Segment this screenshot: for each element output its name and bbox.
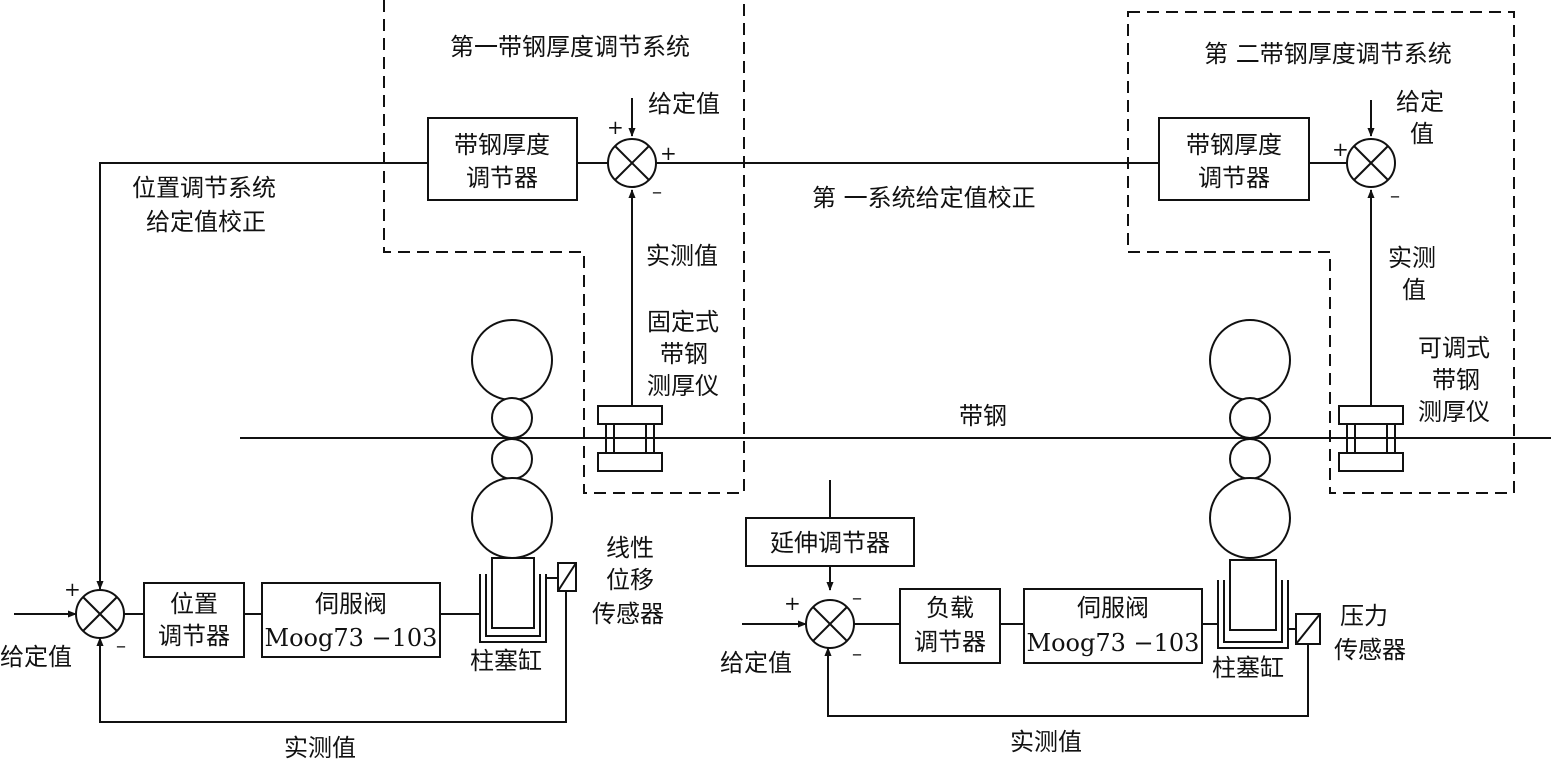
minus-sign-right-top: – — [852, 585, 862, 609]
extension-regulator-label: 延伸调节器 — [770, 529, 890, 557]
summing-junction-left — [75, 589, 125, 639]
plunger-cylinder-2-label: 柱塞缸 — [1212, 654, 1284, 682]
gauge1-label-line2: 带钢 — [660, 340, 708, 368]
thickness-regulator-2-line1: 带钢厚度 — [1186, 131, 1282, 159]
setpoint-label-top1: 给定值 — [648, 90, 720, 118]
setpoint-label-top2-line2: 值 — [1410, 120, 1434, 148]
load-regulator-line2: 调节器 — [914, 628, 986, 656]
plunger-cylinder-1 — [479, 557, 558, 643]
system1-boundary — [383, 0, 745, 494]
thickness-regulator-2 — [1158, 117, 1310, 201]
plus-sign-right: + — [784, 591, 801, 615]
linear-displacement-sensor — [557, 562, 577, 592]
sensor-right-line2: 传感器 — [1334, 636, 1406, 664]
summing-junction-top2 — [1346, 138, 1396, 188]
servo-valve-left-line1: 伺服阀 — [315, 590, 387, 618]
position-correction-label-line1: 位置调节系统 — [132, 174, 276, 202]
measured-label-top1: 实测值 — [646, 242, 718, 270]
summing-junction-right — [805, 599, 855, 649]
thickness-gauge-1 — [597, 405, 663, 472]
feedback-loop-left — [96, 591, 567, 723]
position-regulator-line1: 位置 — [170, 590, 218, 618]
servo-valve-right — [1023, 588, 1203, 664]
setpoint-label-top2-line1: 给定 — [1396, 88, 1444, 116]
position-correction-line — [96, 162, 428, 590]
plus-sign-top1-out: + — [660, 141, 677, 165]
extension-regulator — [745, 517, 915, 567]
plus-sign-top2: + — [1332, 137, 1349, 161]
plunger-cylinder-1-label: 柱塞缸 — [470, 647, 542, 675]
measured-label-top2-line2: 值 — [1402, 276, 1426, 304]
sensor-left-line2: 位移 — [606, 566, 654, 594]
measured-label-right: 实测值 — [1010, 728, 1082, 756]
sensor-right-line1: 压力 — [1340, 602, 1388, 630]
minus-sign-left: – — [116, 633, 126, 657]
plus-sign-left: + — [64, 577, 81, 601]
servo-valve-right-line2: Moog73 −103 — [1027, 629, 1200, 657]
thickness-gauge-2 — [1338, 405, 1404, 472]
load-regulator-line1: 负载 — [926, 594, 974, 622]
position-correction-label-line2: 给定值校正 — [146, 208, 266, 236]
system2-title: 第 二带钢厚度调节系统 — [1204, 40, 1452, 68]
measured-label-top2-line1: 实测 — [1388, 244, 1436, 272]
position-regulator — [143, 582, 245, 658]
system1-title: 第一带钢厚度调节系统 — [450, 33, 690, 61]
strip-label: 带钢 — [959, 402, 1007, 430]
minus-sign-top1: – — [652, 179, 662, 203]
gauge2-label-line2: 带钢 — [1432, 366, 1480, 394]
setpoint-label-right: 给定值 — [720, 649, 792, 677]
gauge1-label-line3: 测厚仪 — [647, 372, 719, 400]
roll-stand-2 — [1209, 319, 1291, 559]
sensor-left-line1: 线性 — [606, 534, 654, 562]
thickness-regulator-1-line2: 调节器 — [466, 164, 538, 192]
position-regulator-line2: 调节器 — [158, 622, 230, 650]
feedback-loop-right — [824, 644, 1309, 717]
minus-sign-top2: – — [1390, 183, 1400, 207]
load-regulator — [899, 588, 1001, 664]
servo-valve-left — [261, 582, 441, 658]
roll-stand-1 — [471, 319, 553, 559]
gauge1-label-line1: 固定式 — [647, 308, 719, 336]
gauge2-label-line3: 测厚仪 — [1418, 398, 1490, 426]
servo-valve-right-line1: 伺服阀 — [1077, 594, 1149, 622]
setpoint-label-left: 给定值 — [0, 643, 72, 671]
plunger-cylinder-2 — [1217, 559, 1289, 649]
pressure-sensor — [1295, 613, 1321, 645]
system2-boundary — [1127, 11, 1515, 494]
gauge2-label-line1: 可调式 — [1418, 334, 1490, 362]
minus-sign-right-bottom: – — [852, 641, 862, 665]
system1-correction-label: 第 一系统给定值校正 — [812, 184, 1036, 212]
servo-valve-left-line2: Moog73 −103 — [265, 624, 438, 652]
thickness-regulator-1-line1: 带钢厚度 — [454, 131, 550, 159]
summing-junction-top1 — [607, 138, 657, 188]
thickness-regulator-1 — [427, 117, 578, 201]
sensor-left-line3: 传感器 — [592, 600, 664, 628]
measured-label-left: 实测值 — [284, 734, 356, 762]
thickness-regulator-2-line2: 调节器 — [1198, 164, 1270, 192]
plus-sign-top1-in: + — [607, 115, 624, 139]
